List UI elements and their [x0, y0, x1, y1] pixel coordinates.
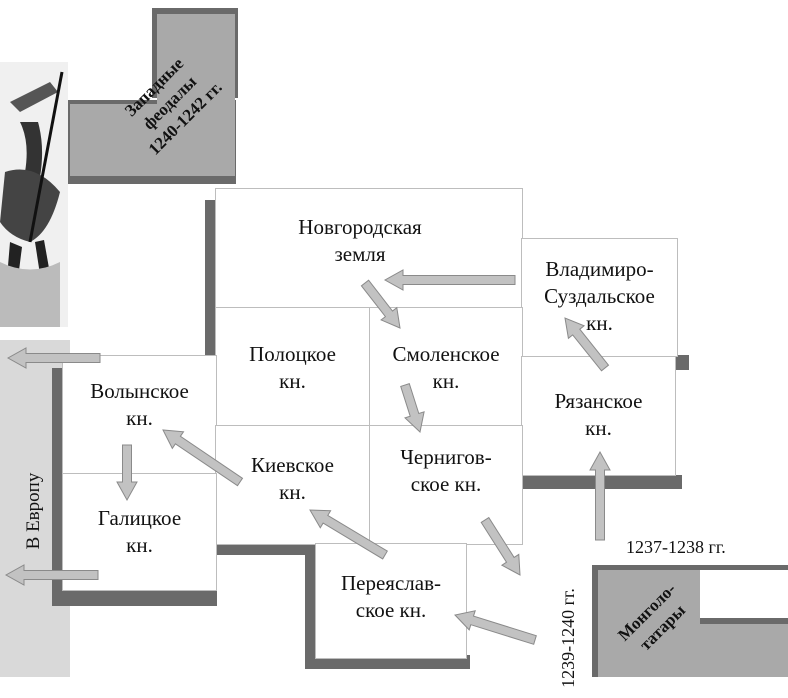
pereyaslavl-label: Переяслав- ское кн. [341, 571, 441, 622]
to-europe-label: В Европу [23, 472, 44, 550]
vladimir-label: Владимиро- Суздальское кн. [544, 257, 655, 335]
shadow-ryazan [520, 475, 682, 489]
kiev-label: Киевское кн. [251, 453, 334, 504]
mongol-panel-notch [700, 570, 788, 622]
date-1237-label: 1237-1238 гг. [626, 537, 726, 557]
novgorod-label: Новгородская земля [298, 215, 422, 266]
shadow-kiev-bottom [215, 543, 315, 555]
shadow-galich-bottom [52, 590, 217, 606]
mongol-panel-notch-shadow [700, 618, 788, 624]
shadow-volyn [52, 368, 64, 606]
volyn-label: Волынское кн. [90, 379, 189, 430]
arrow-mongols-to-pereyaslavl [454, 610, 537, 645]
smolensk-label: Смоленское кн. [392, 342, 500, 393]
western-feudals-panel-lower [70, 104, 235, 176]
shadow-vladimir [675, 355, 689, 370]
polotsk-label: Полоцкое кн. [249, 342, 336, 393]
chernigov-label: Чернигов- ское кн. [400, 445, 492, 496]
ryazan-label: Рязанское кн. [554, 389, 643, 440]
pereyaslavl-box [315, 543, 467, 659]
date-1240-label: 1239-1240 гг. [558, 588, 578, 688]
galich-label: Галицкое кн. [97, 506, 182, 557]
knight-icon [0, 62, 68, 327]
